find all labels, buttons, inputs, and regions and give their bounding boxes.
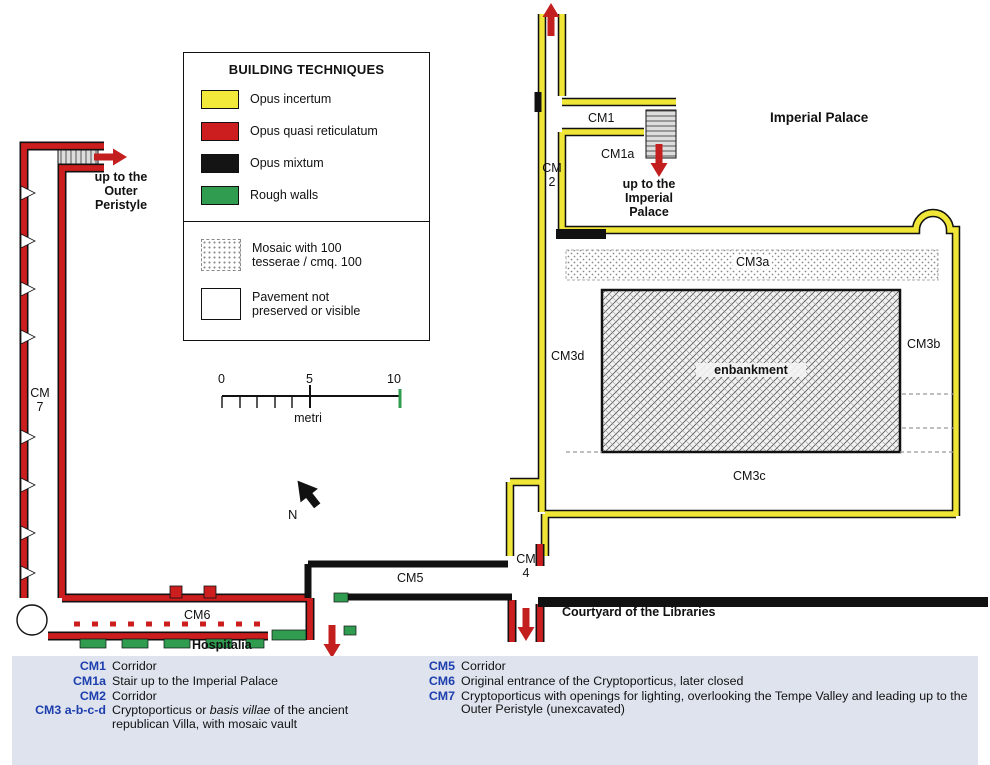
lighting-openings — [20, 185, 36, 581]
key-text-pre: Corridor — [112, 659, 157, 673]
key-code-cm6: CM6 — [428, 673, 455, 688]
legend-label-pavement: Pavement not preserved or visible — [252, 289, 361, 319]
key-text-pre: Stair up to the Imperial Palace — [112, 673, 278, 688]
legend-swatch-mosaic — [201, 239, 241, 271]
legend-item-opus-quasi-reticulatum: Opus quasi reticulatum — [201, 122, 429, 141]
rough-walls-green — [79, 592, 357, 649]
legend-item-opus-incertum: Opus incertum — [201, 90, 429, 109]
key-entry-cm1: CM1 Corridor — [18, 659, 390, 674]
key-code-cm1: CM1 — [79, 659, 106, 673]
label-cm1: CM1 — [588, 111, 615, 125]
key-text-pre: Corridor — [112, 688, 157, 703]
cm6-doorway-jambs — [169, 585, 217, 599]
key-text-pre: Cryptoporticus with openings for lightin… — [461, 688, 968, 717]
key-entry-cm1a: CM1a Stair up to the Imperial Palace — [18, 673, 390, 689]
label-cm6: CM6 — [184, 608, 211, 622]
label-cm3a: CM3a — [733, 255, 773, 269]
key-text-cm5: Corridor — [461, 659, 506, 674]
label-up-to-imperial-palace: up to the Imperial Palace — [622, 177, 676, 219]
key-text-cm7: Cryptoporticus with openings for lightin… — [461, 688, 974, 718]
legend-box: BUILDING TECHNIQUES Opus incertum Opus q… — [183, 52, 430, 341]
legend-label-opus-quasi-reticulatum: Opus quasi reticulatum — [250, 124, 378, 139]
label-up-to-outer-peristyle: up to the Outer Peristyle — [94, 170, 148, 212]
key-text-cm2: Corridor — [112, 688, 157, 704]
black-walls-opus-mixtum — [304, 92, 988, 607]
scale-bar — [221, 385, 402, 408]
key-text-italic: basis villae — [209, 703, 271, 718]
stair-hatch-outer-peristyle — [57, 149, 99, 166]
label-cm3c: CM3c — [733, 469, 766, 483]
key-text-cm3: Cryptoporticus or basis villae of the an… — [112, 703, 390, 732]
key-text-cm1: Corridor — [112, 659, 157, 674]
key-text-post: of the ancient republican Villa, with mo… — [112, 703, 349, 732]
arrow-down-cm4 — [517, 608, 535, 641]
key-entry-cm7: CM7 Cryptoporticus with openings for lig… — [418, 688, 974, 718]
legend-swatch-opus-mixtum — [201, 154, 239, 173]
north-label: N — [288, 507, 298, 522]
label-cm3b: CM3b — [907, 337, 941, 351]
legend-item-rough-walls: Rough walls — [201, 186, 429, 205]
key-entry-cm5: CM5 Corridor — [418, 659, 974, 674]
label-hospitalia: Hospitalia — [192, 638, 252, 652]
label-enbankment: enbankment — [696, 363, 806, 377]
label-cm2: CM 2 — [542, 161, 562, 189]
legend-swatch-opus-quasi-reticulatum — [201, 122, 239, 141]
plan-key: CM1 Corridor CM1a Stair up to the Imperi… — [12, 656, 978, 765]
legend-label-opus-incertum: Opus incertum — [250, 92, 332, 107]
legend-item-mosaic: Mosaic with 100 tesserae / cmq. 100 — [201, 239, 429, 271]
legend-divider — [184, 221, 429, 222]
scale-unit: metri — [294, 411, 322, 425]
scale-tick-10: 10 — [387, 372, 401, 386]
scale-tick-5: 5 — [306, 372, 313, 386]
key-text-cm1a: Stair up to the Imperial Palace — [112, 673, 278, 689]
arrow-down-hospitalia — [323, 625, 341, 658]
north-arrow-icon — [297, 480, 321, 509]
label-imperial-palace: Imperial Palace — [770, 110, 869, 125]
key-code-cm5: CM5 — [428, 659, 455, 673]
key-column-right: CM5 Corridor CM6 Original entrance of th… — [418, 659, 974, 718]
key-text-pre: Original entrance of the Cryptoporticus,… — [461, 673, 744, 688]
key-text-pre: Cryptoporticus or — [112, 703, 210, 718]
label-cm1a: CM1a — [601, 147, 635, 161]
pavement-dashed-lines — [566, 393, 954, 453]
legend-swatch-opus-incertum — [201, 90, 239, 109]
key-code-cm7: CM7 — [428, 688, 455, 703]
label-cm7: CM 7 — [30, 386, 50, 414]
key-text-pre: Corridor — [461, 659, 506, 673]
key-column-left: CM1 Corridor CM1a Stair up to the Imperi… — [18, 659, 390, 733]
legend-swatch-pavement — [201, 288, 241, 320]
key-entry-cm3: CM3 a-b-c-d Cryptoporticus or basis vill… — [18, 703, 390, 732]
scale-tick-0: 0 — [218, 372, 225, 386]
key-code-cm3: CM3 a-b-c-d — [35, 703, 106, 718]
label-cm5: CM5 — [397, 571, 424, 585]
legend-label-opus-mixtum: Opus mixtum — [250, 156, 324, 171]
key-code-cm2: CM2 — [79, 688, 106, 703]
legend-title: BUILDING TECHNIQUES — [228, 62, 385, 77]
label-courtyard-of-the-libraries: Courtyard of the Libraries — [562, 605, 716, 619]
key-text-cm6: Original entrance of the Cryptoporticus,… — [461, 673, 744, 689]
arrow-right-outer-peristyle — [94, 148, 127, 166]
legend-label-mosaic: Mosaic with 100 tesserae / cmq. 100 — [252, 240, 362, 270]
label-cm3d: CM3d — [551, 349, 585, 363]
legend-item-pavement: Pavement not preserved or visible — [201, 288, 429, 320]
key-code-cm1a: CM1a — [72, 673, 106, 688]
key-entry-cm2: CM2 Corridor — [18, 688, 390, 704]
label-cm4: CM 4 — [516, 552, 536, 580]
apse-circle — [16, 604, 48, 636]
legend-swatch-rough-walls — [201, 186, 239, 205]
key-entry-cm6: CM6 Original entrance of the Cryptoporti… — [418, 673, 974, 689]
legend-label-rough-walls: Rough walls — [250, 188, 319, 203]
legend-item-opus-mixtum: Opus mixtum — [201, 154, 429, 173]
